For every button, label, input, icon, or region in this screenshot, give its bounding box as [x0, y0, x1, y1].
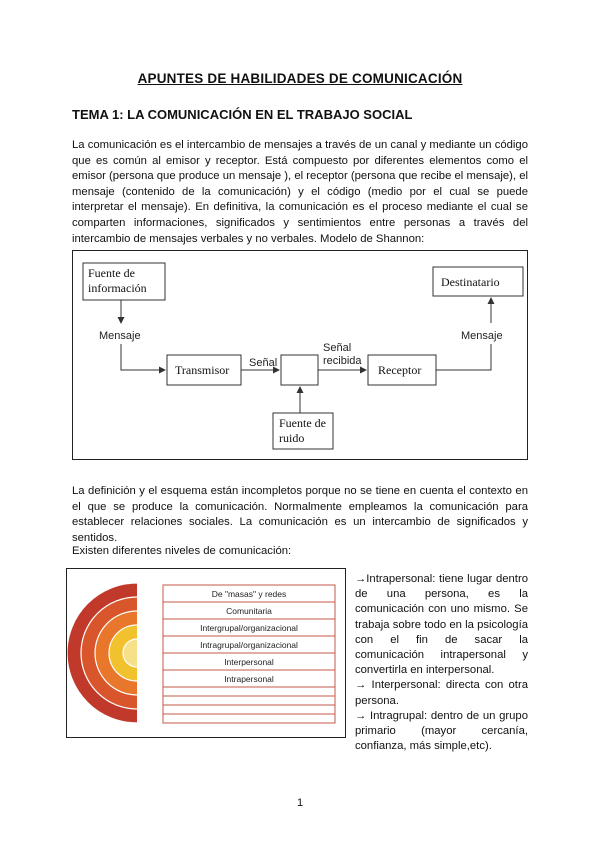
receiver-to-message-line — [436, 344, 492, 371]
shannon-model-diagram: Fuente de información Destinatario Trans… — [72, 250, 528, 460]
destination-box — [432, 266, 524, 297]
band-8 — [162, 695, 336, 706]
section-heading: TEMA 1: LA COMUNICACIÓN EN EL TRABAJO SO… — [72, 107, 413, 122]
level-label-intergroup: Intergrupal/organizacional — [200, 623, 298, 633]
note-intrapersonal: →Intrapersonal: tiene lugar dentro de un… — [355, 573, 528, 677]
signal-label: Señal — [249, 357, 277, 369]
band-7 — [162, 686, 336, 697]
message-left-label: Mensaje — [99, 330, 141, 342]
source-label-1: Fuente de — [88, 266, 135, 280]
concentric-arcs — [67, 582, 138, 724]
transmitter-label: Transmisor — [175, 363, 229, 377]
page-number: 1 — [296, 797, 304, 809]
levels-intro-paragraph: Existen diferentes niveles de comunicaci… — [72, 545, 292, 557]
noise-source-box — [272, 412, 334, 450]
message-right-label: Mensaje — [461, 330, 503, 342]
document-title: APUNTES DE HABILIDADES DE COMUNICACIÓN — [137, 71, 463, 86]
level-label-interpersonal: Interpersonal — [224, 657, 274, 667]
noise-source-label-2: ruido — [279, 431, 304, 445]
channel-box — [280, 354, 319, 386]
levels-side-notes: →Intrapersonal: tiene lugar dentro de un… — [355, 572, 528, 754]
source-label-2: información — [88, 281, 147, 295]
transmitter-box — [166, 354, 242, 386]
level-label-mass: De "masas" y redes — [212, 589, 287, 599]
level-label-intragroup: Intragrupal/organizacional — [200, 640, 298, 650]
level-label-intrapersonal: Intrapersonal — [224, 674, 274, 684]
band-9 — [162, 704, 336, 715]
note-intragrupal: → Intragrupal: dentro de un grupo primar… — [355, 709, 528, 753]
context-paragraph: La definición y el esquema están incompl… — [72, 485, 528, 544]
received-signal-label-1: Señal — [323, 342, 351, 354]
noise-source-label-1: Fuente de — [279, 416, 326, 430]
destination-label: Destinatario — [441, 275, 500, 289]
receiver-label: Receptor — [378, 363, 421, 377]
source-box — [82, 262, 166, 301]
level-label-community: Comunitaria — [226, 606, 272, 616]
intro-paragraph: La comunicación es el intercambio de men… — [72, 139, 528, 245]
communication-levels-diagram: De "masas" y redes Comunitaria Intergrup… — [66, 568, 346, 738]
received-signal-label-2: recibida — [323, 355, 362, 367]
band-10 — [162, 713, 336, 724]
note-interpersonal: → Interpersonal: directa con otra person… — [355, 679, 528, 707]
message-to-transmitter-line — [120, 344, 166, 374]
